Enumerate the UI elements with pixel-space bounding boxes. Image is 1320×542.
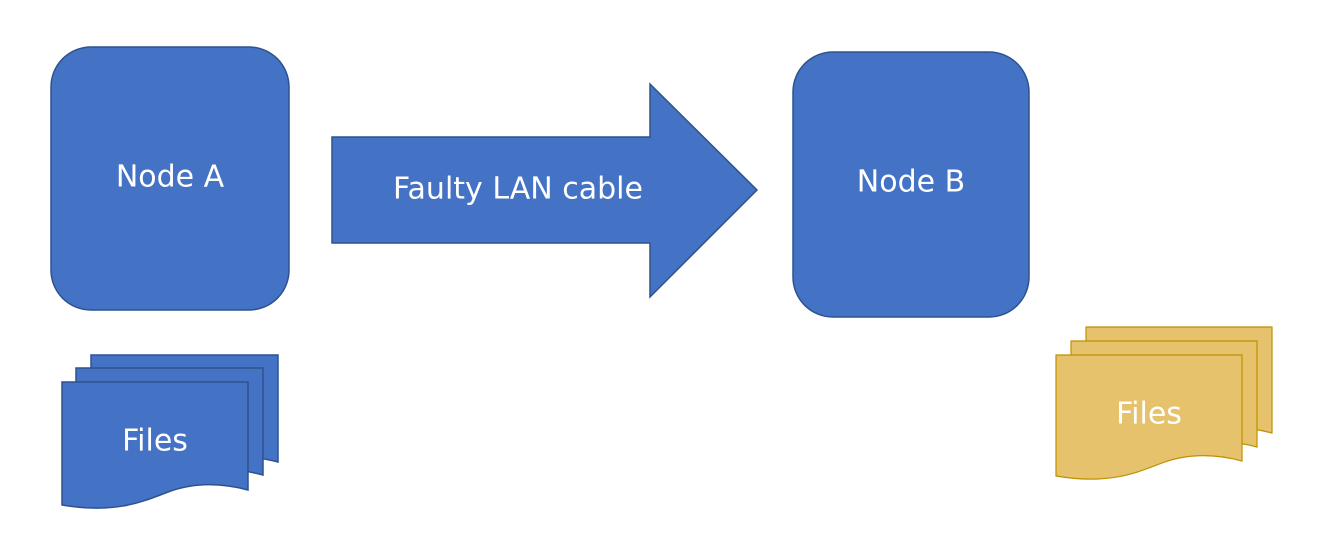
document-icon-front <box>1055 354 1243 480</box>
node-b-files: Files <box>1055 326 1273 480</box>
node-b-files-label: Files <box>1116 397 1182 432</box>
node-b: Node B <box>792 51 1030 318</box>
node-a-label: Node A <box>116 160 225 195</box>
block-arrow <box>331 82 759 299</box>
document-icon-front <box>61 381 249 509</box>
node-a-box <box>50 46 290 311</box>
node-a-files: Files <box>61 354 279 509</box>
node-a-files-label: Files <box>122 424 188 459</box>
node-b-label: Node B <box>857 165 965 200</box>
node-b-box <box>792 51 1030 318</box>
connection-label: Faulty LAN cable <box>393 172 643 207</box>
lan-cable-connection: Faulty LAN cable <box>331 82 759 299</box>
node-a: Node A <box>50 46 290 311</box>
